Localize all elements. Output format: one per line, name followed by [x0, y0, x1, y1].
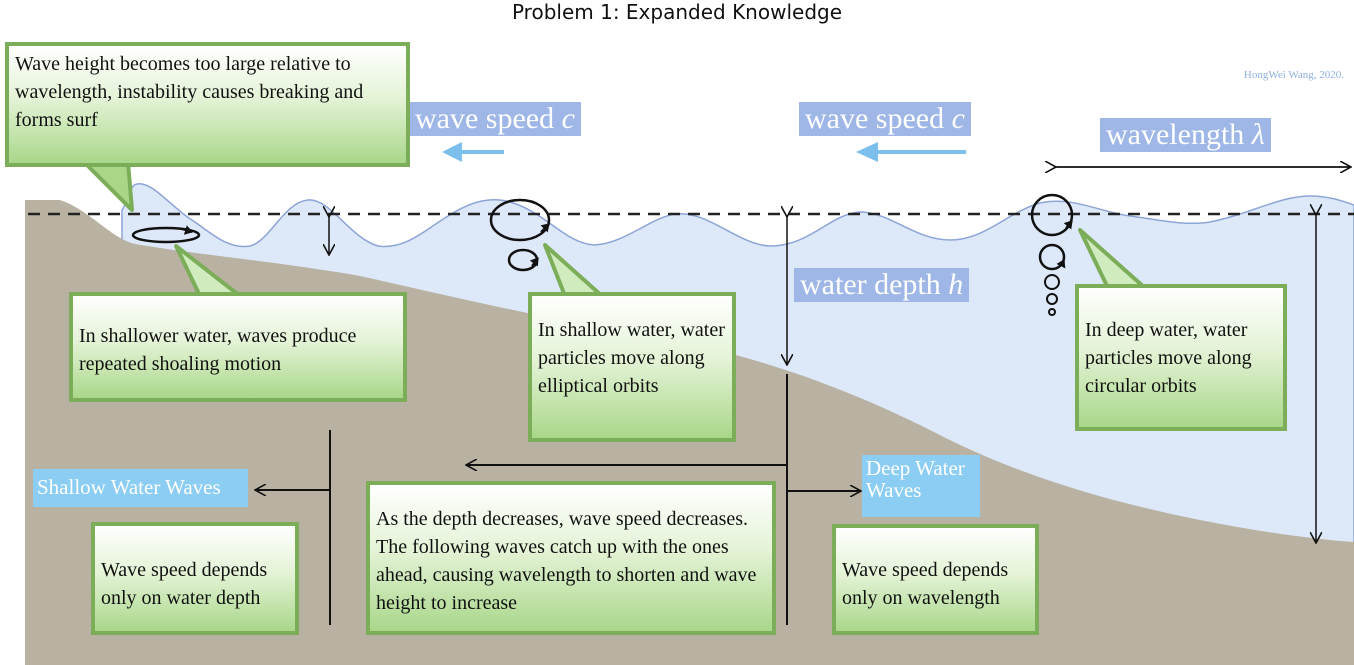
- circular-orbit-2: [1038, 243, 1066, 271]
- wave-speed-label-2: wave speed c: [799, 102, 971, 136]
- elliptical-orbit-large: [489, 198, 551, 242]
- orbit-arrow: [540, 223, 550, 233]
- circular-callout: In deep water, water particles move alon…: [1075, 284, 1287, 431]
- shoaling-callout: In shallower water, waves produce repeat…: [69, 292, 407, 402]
- elliptical-callout: In shallow water, water particles move a…: [528, 292, 736, 442]
- circular-orbit-1: [1030, 193, 1074, 237]
- shallow-speed-box: Wave speed depends only on water depth: [91, 522, 299, 635]
- wave-speed-label-1: wave speed c: [409, 102, 581, 136]
- callout-tail-breaking: [82, 160, 134, 212]
- water-depth-label: water depth h: [794, 268, 970, 302]
- page-title: Problem 1: Expanded Knowledge: [511, 0, 843, 24]
- orbit-arrow: [529, 257, 539, 267]
- author-credit: HongWei Wang, 2020.: [1243, 69, 1344, 81]
- breaking-callout: Wave height becomes too large relative t…: [5, 42, 410, 167]
- shallow-water-waves-label: Shallow Water Waves: [33, 469, 248, 507]
- wave-speed-arrow-2: [856, 142, 966, 162]
- depth-decrease-box: As the depth decreases, wave speed decre…: [366, 481, 776, 635]
- orbit-arrow: [1063, 220, 1073, 230]
- circular-orbit-3: [1044, 274, 1060, 290]
- wavelength-label: wavelength λ: [1100, 118, 1271, 152]
- circular-orbit-5: [1048, 308, 1056, 316]
- shoaling-orbit: [131, 226, 201, 244]
- deep-speed-box: Wave speed depends only on wavelength: [832, 524, 1039, 635]
- orbit-arrow: [1056, 259, 1066, 269]
- wave-speed-arrow-1: [442, 142, 504, 162]
- circular-orbit-4: [1046, 293, 1058, 305]
- deep-water-waves-label: Deep Water Waves: [862, 455, 980, 517]
- orbit-arrow: [181, 225, 193, 235]
